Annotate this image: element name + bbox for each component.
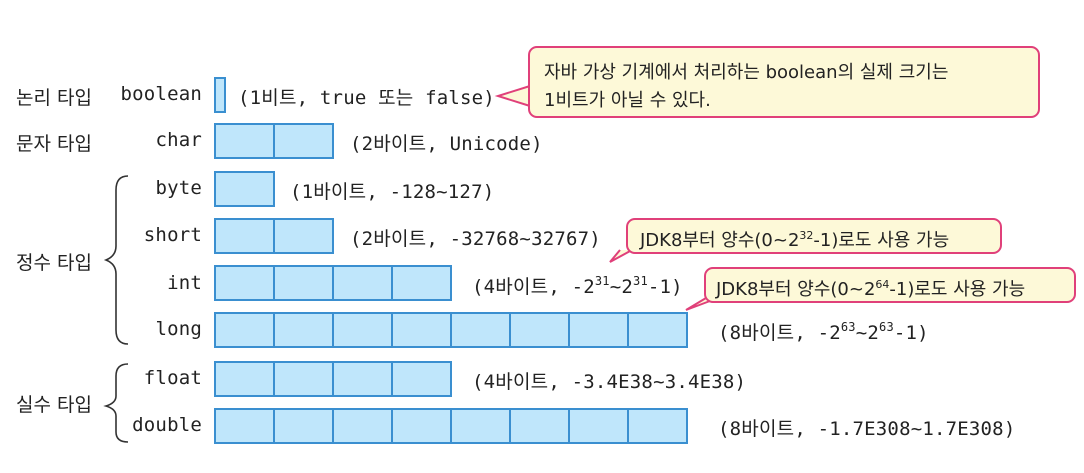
cells-char [214, 123, 334, 159]
byte-cell [627, 312, 688, 348]
type-name-double: double [132, 414, 202, 436]
callout-int-text: JDK8부터 양수(0~232-1)로도 사용 가능 [640, 229, 950, 251]
callout-pointer-boolean [494, 85, 531, 107]
category-logical: 논리 타입 [16, 87, 92, 109]
byte-cell [509, 408, 570, 444]
desc-long: (8바이트, -263~263-1) [718, 320, 929, 344]
desc-boolean: (1비트, true 또는 false) [238, 87, 495, 109]
byte-cell [214, 123, 275, 159]
type-name-boolean: boolean [120, 83, 202, 105]
cells-byte [214, 171, 275, 207]
byte-cell [568, 408, 629, 444]
cells-long [214, 312, 688, 348]
byte-cell [332, 361, 393, 397]
callout-pointer-short [609, 249, 633, 263]
byte-cell [273, 361, 334, 397]
callout-boolean-line2: 1비트가 아닐 수 있다. [544, 90, 711, 111]
callout-boolean-line1: 자바 가상 기계에서 처리하는 boolean의 실제 크기는 [544, 62, 949, 83]
cells-float [214, 361, 452, 397]
byte-cell [450, 312, 511, 348]
desc-char: (2바이트, Unicode) [350, 133, 543, 155]
byte-cell [214, 171, 275, 207]
desc-short: (2바이트, -32768~32767) [350, 228, 601, 250]
cells-boolean [214, 77, 226, 113]
bit-cell [214, 77, 226, 113]
byte-cell [273, 312, 334, 348]
type-name-char: char [155, 129, 202, 151]
byte-cell [391, 312, 452, 348]
category-real: 실수 타입 [16, 394, 92, 416]
byte-cell [214, 312, 275, 348]
byte-cell [391, 408, 452, 444]
desc-byte: (1바이트, -128~127) [290, 181, 495, 203]
byte-cell [332, 408, 393, 444]
byte-cell [273, 265, 334, 301]
callout-long-unsigned: JDK8부터 양수(0~264-1)로도 사용 가능 [704, 267, 1076, 303]
byte-cell [273, 408, 334, 444]
byte-cell [332, 265, 393, 301]
byte-cell [214, 218, 275, 254]
cells-int [214, 265, 452, 301]
type-name-long: long [155, 318, 202, 340]
byte-cell [273, 218, 334, 254]
byte-cell [627, 408, 688, 444]
desc-double: (8바이트, -1.7E308~1.7E308) [718, 418, 1016, 440]
category-integer: 정수 타입 [16, 252, 92, 274]
byte-cell [273, 123, 334, 159]
byte-cell [509, 312, 570, 348]
byte-cell [214, 265, 275, 301]
type-name-int: int [167, 272, 202, 294]
brace-integer [103, 175, 129, 345]
byte-cell [568, 312, 629, 348]
desc-int: (4바이트, -231~231-1) [472, 274, 683, 298]
byte-cell [214, 408, 275, 444]
callout-long-text: JDK8부터 양수(0~264-1)로도 사용 가능 [716, 278, 1026, 300]
type-name-short: short [143, 224, 202, 246]
byte-cell [391, 361, 452, 397]
byte-cell [214, 361, 275, 397]
type-name-byte: byte [155, 177, 202, 199]
byte-cell [391, 265, 452, 301]
cells-short [214, 218, 334, 254]
desc-float: (4바이트, -3.4E38~3.4E38) [472, 371, 747, 393]
cells-double [214, 408, 688, 444]
byte-cell [332, 312, 393, 348]
byte-cell [450, 408, 511, 444]
callout-boolean-size: 자바 가상 기계에서 처리하는 boolean의 실제 크기는 1비트가 아닐 … [528, 46, 1040, 118]
category-char: 문자 타입 [16, 133, 92, 155]
type-name-float: float [143, 367, 202, 389]
callout-int-unsigned: JDK8부터 양수(0~232-1)로도 사용 가능 [626, 218, 1002, 254]
brace-real [103, 363, 129, 443]
